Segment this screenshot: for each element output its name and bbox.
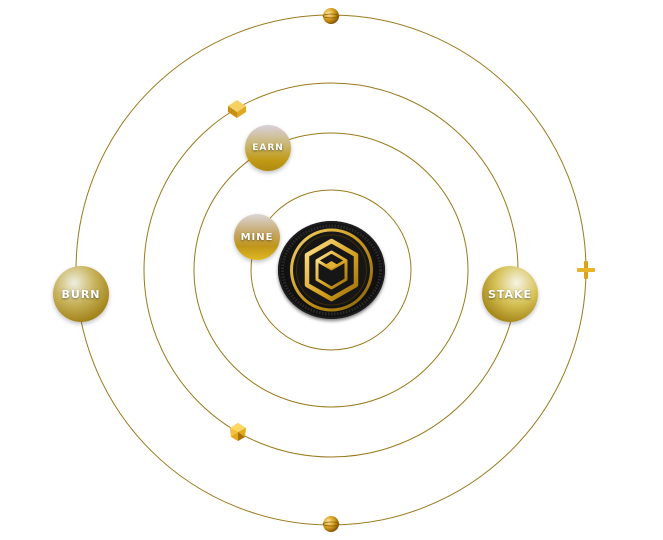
stake-label: STAKE: [487, 287, 533, 301]
gold-cube-icon: [228, 100, 246, 118]
center-coin[interactable]: [278, 221, 385, 319]
small-gold-sphere-icon: [322, 8, 340, 24]
small-gold-sphere-icon: [322, 516, 340, 532]
stake-planet[interactable]: STAKE: [482, 266, 538, 322]
gold-cross-icon: [577, 261, 595, 279]
burn-planet[interactable]: BURN: [53, 266, 109, 322]
mine-planet[interactable]: MINE: [234, 214, 280, 260]
earn-label: EARN: [252, 143, 284, 153]
earn-planet[interactable]: EARN: [245, 125, 291, 171]
burn-label: BURN: [61, 287, 101, 301]
hexagonal-cube-logo-icon: [281, 224, 382, 316]
orbit-ring-1: [250, 189, 412, 351]
mine-label: MINE: [240, 231, 274, 243]
orbit-ring-2: [193, 132, 469, 408]
gold-crystal-icon: [230, 423, 246, 441]
